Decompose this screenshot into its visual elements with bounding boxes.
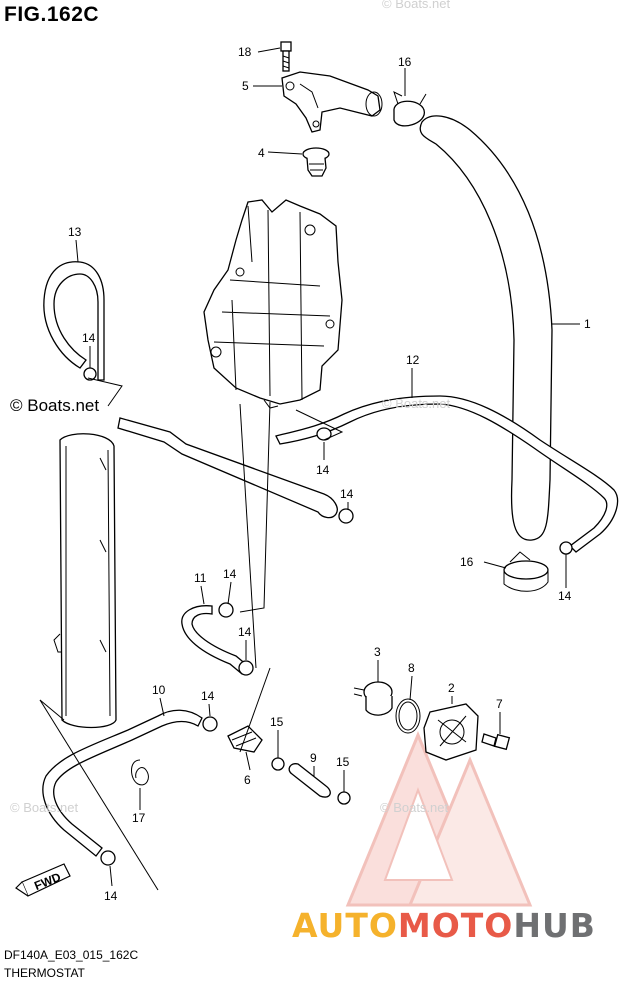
callout-18: 18 [238, 45, 252, 59]
callout-15-b: 15 [336, 755, 350, 769]
callout-3: 3 [374, 645, 381, 659]
callout-14-f: 14 [238, 625, 252, 639]
clip-part[interactable] [131, 759, 149, 786]
brand-logo-text: AUTOMOTOHUB [292, 906, 596, 945]
faint-watermark-right: © Boats.net [380, 800, 449, 815]
thermostat-cover-part[interactable] [281, 71, 383, 133]
diagram-code: DF140A_E03_015_162C [4, 948, 139, 962]
bolt-part[interactable] [280, 41, 292, 72]
callout-14-d: 14 [558, 589, 572, 603]
callout-14-c: 14 [340, 487, 354, 501]
thermostat-part[interactable] [302, 147, 330, 177]
hose-to-cover[interactable] [117, 417, 338, 519]
callout-14-a: 14 [82, 331, 96, 345]
callout-15-a: 15 [270, 715, 284, 729]
gasket-part[interactable] [395, 698, 421, 734]
faint-watermark-left: © Boats.net [10, 800, 79, 815]
leader-lines [39, 47, 580, 891]
brand-part-moto: MOTO [397, 906, 514, 945]
callout-6: 6 [244, 773, 251, 787]
callout-8: 8 [408, 661, 415, 675]
faint-watermark-mid: © Boats.net [382, 396, 451, 411]
main-hose-part[interactable] [419, 115, 553, 541]
callout-11: 11 [194, 571, 207, 585]
callout-4: 4 [258, 146, 265, 160]
callout-14-h: 14 [104, 889, 118, 903]
hose-9-part[interactable] [288, 763, 331, 798]
callout-2: 2 [448, 681, 455, 695]
callout-1: 1 [584, 317, 591, 331]
callout-16-bottom: 16 [460, 555, 474, 569]
callout-14-b: 14 [316, 463, 330, 477]
main-watermark: © Boats.net [10, 396, 100, 415]
callout-13: 13 [68, 225, 82, 239]
callout-5: 5 [242, 79, 249, 93]
thermostat-3-part[interactable] [353, 681, 393, 716]
hose-clamp-bottom[interactable] [503, 551, 549, 592]
figure-title: FIG.162C [4, 3, 100, 26]
thermostat-cap-part[interactable] [423, 703, 479, 761]
faint-watermark-top: © Boats.net [382, 0, 451, 11]
brand-part-auto: AUTO [292, 906, 398, 945]
callout-9: 9 [310, 751, 317, 765]
logo-watermark [345, 731, 533, 907]
hose-13-part[interactable] [43, 261, 105, 381]
brand-part-hub: HUB [513, 906, 596, 945]
diagram-name: THERMOSTAT [4, 966, 85, 980]
forward-direction-badge: FWD [15, 863, 71, 897]
hose-11-part[interactable] [181, 605, 249, 675]
water-jacket-cover [53, 433, 117, 729]
callout-12: 12 [406, 353, 420, 367]
fwd-label: FWD [32, 870, 63, 893]
callout-10: 10 [152, 683, 166, 697]
small-clamps[interactable] [83, 367, 573, 866]
callout-labels: 18 5 16 4 13 14 1 12 14 14 16 14 11 14 1… [68, 45, 591, 903]
callout-14-e: 14 [223, 567, 237, 581]
hose-10-part[interactable] [42, 709, 203, 857]
engine-block-part [203, 199, 343, 409]
callout-17: 17 [132, 811, 146, 825]
bolt-7-part[interactable] [481, 733, 511, 751]
callout-7: 7 [496, 697, 503, 711]
callout-16-top: 16 [398, 55, 412, 69]
callout-14-g: 14 [201, 689, 215, 703]
hose-clamp-top[interactable] [393, 91, 427, 127]
